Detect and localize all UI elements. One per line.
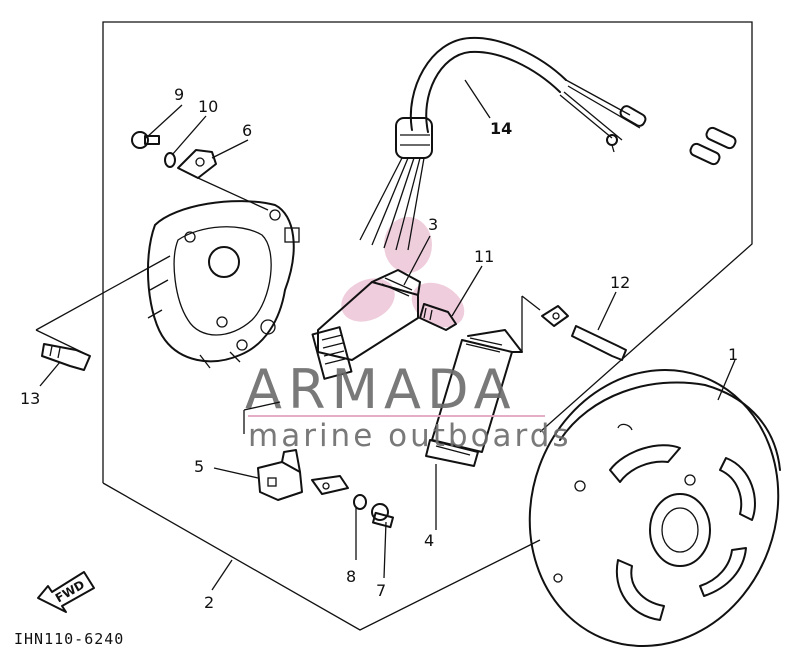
screw-9 bbox=[131, 131, 160, 149]
callout-6: 6 bbox=[242, 121, 252, 140]
flywheel bbox=[528, 368, 781, 648]
callout-2: 2 bbox=[204, 593, 214, 612]
callout-numbers: 1 2 3 4 5 6 7 8 9 10 11 12 13 14 bbox=[20, 85, 738, 612]
charge-coil bbox=[311, 269, 421, 380]
armada-watermark: ARMADA marine outboards bbox=[245, 358, 572, 454]
leader-lines bbox=[35, 79, 736, 591]
wire-clamp bbox=[177, 149, 269, 211]
terminal-block bbox=[257, 449, 349, 501]
callout-3: 3 bbox=[428, 215, 438, 234]
washer-8 bbox=[353, 494, 367, 510]
pulser-coil bbox=[425, 329, 523, 467]
washer-10 bbox=[164, 152, 176, 168]
callout-11: 11 bbox=[474, 247, 494, 266]
screw-13 bbox=[41, 343, 91, 371]
callout-10: 10 bbox=[198, 97, 218, 116]
callout-7: 7 bbox=[376, 581, 386, 600]
watermark-tagline: marine outboards bbox=[248, 418, 572, 454]
screw-7 bbox=[371, 503, 394, 529]
watermark-brand: ARMADA bbox=[245, 358, 517, 421]
callout-13: 13 bbox=[20, 389, 40, 408]
callout-14: 14 bbox=[490, 119, 512, 138]
assembly-frame bbox=[102, 21, 753, 631]
fwd-arrow-icon: FWD bbox=[37, 571, 95, 613]
callout-4: 4 bbox=[424, 531, 434, 550]
callout-5: 5 bbox=[194, 457, 204, 476]
screw-12 bbox=[541, 305, 627, 361]
screw-11 bbox=[419, 303, 457, 331]
drawing-code: IHN110-6240 bbox=[14, 630, 124, 648]
callout-1: 1 bbox=[728, 345, 738, 364]
callout-8: 8 bbox=[346, 567, 356, 586]
stator-base-plate bbox=[147, 200, 300, 369]
callout-9: 9 bbox=[174, 85, 184, 104]
wire-harness bbox=[359, 36, 737, 251]
callout-12: 12 bbox=[610, 273, 630, 292]
